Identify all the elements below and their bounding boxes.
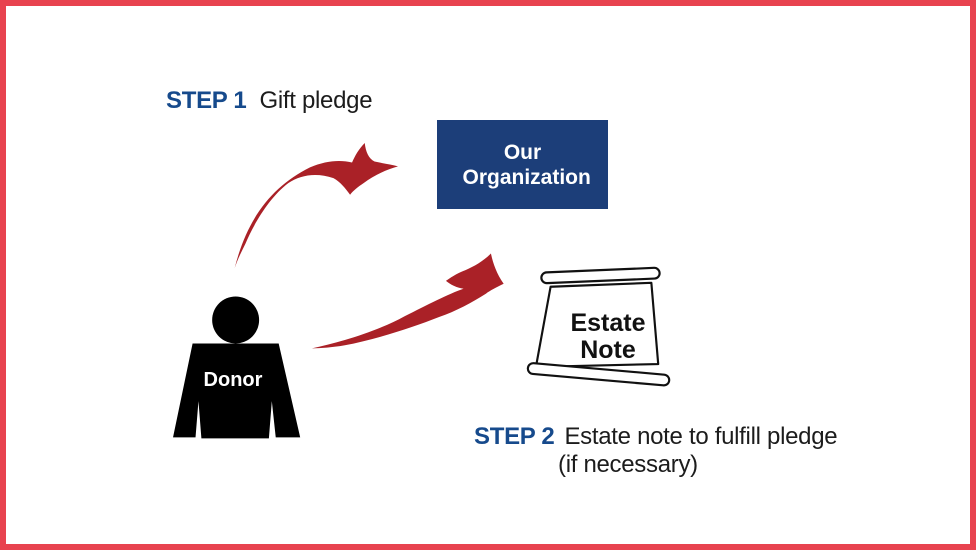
donor-person-icon (173, 296, 301, 439)
step1-text: Gift pledge (259, 87, 373, 114)
step1-caption: STEP 1 Gift pledge (166, 87, 373, 115)
estate-note-arrow-icon (311, 253, 504, 349)
step2-note: (if necessary) (558, 451, 698, 478)
estate-note-scroll-icon (526, 266, 671, 387)
donor-label: Donor (203, 369, 263, 391)
step1-tag: STEP 1 (166, 87, 247, 114)
estate-note-label: Estate Note (570, 309, 646, 364)
diagram-artwork (173, 142, 671, 439)
step2-tag: STEP 2 (474, 423, 555, 450)
gift-pledge-arrow-icon (234, 142, 399, 269)
organization-box: Our Organization (437, 120, 608, 209)
organization-box-label: Our Organization (462, 140, 591, 189)
step2-text: Estate note to fulfill pledge (564, 423, 838, 450)
step2-caption: STEP 2 Estate note to fulfill pledge (474, 423, 838, 451)
